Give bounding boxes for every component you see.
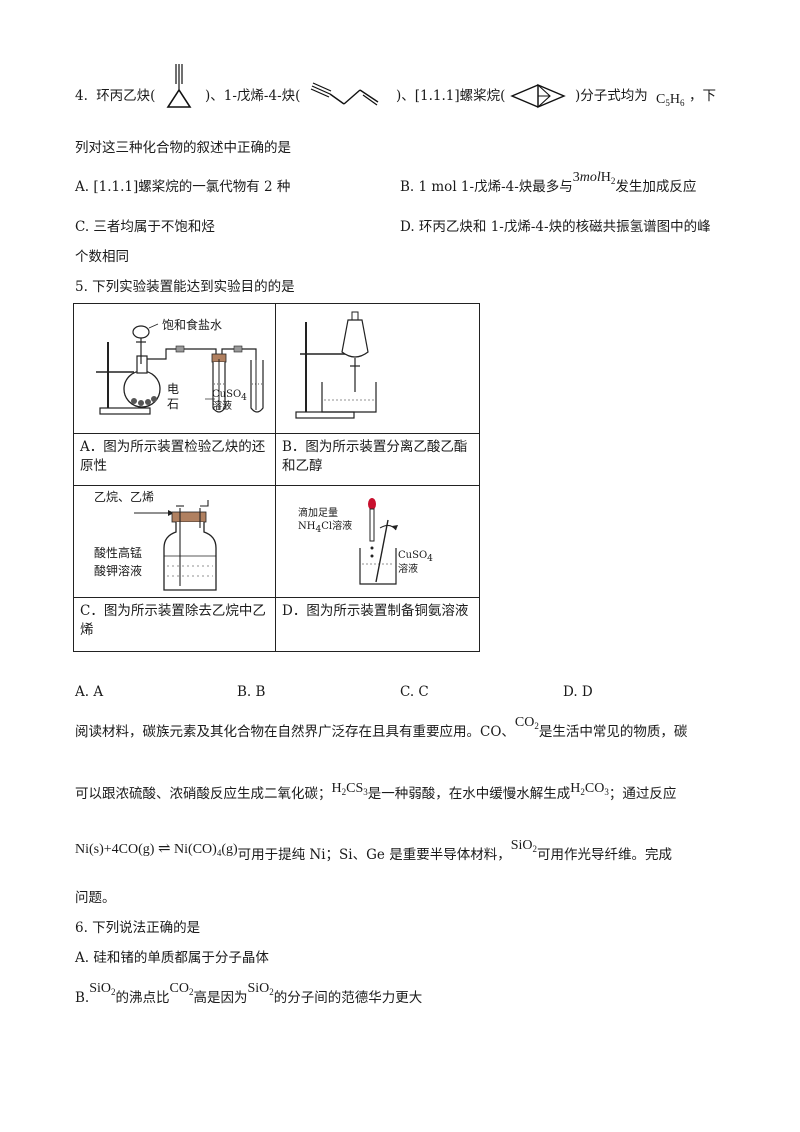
q4-line1: 4. 环丙乙炔( [75, 88, 155, 104]
reading-l3-equation: Ni(s)+4CO(g) ⇌ Ni(CO)4(g) [75, 841, 238, 858]
q4-tail2: ，下 [689, 88, 716, 104]
q5-choice-a: A. A [75, 684, 104, 700]
reading-l1-co2: CO2 [514, 715, 539, 731]
q4-option-b: B. 1 mol 1-戊烯-4-炔最多与3molH2发生加成反应 [400, 170, 697, 197]
q6-option-b-sio2-1: SiO2 [89, 981, 116, 997]
q6-option-b-co2: CO2 [169, 981, 194, 997]
caption-a: A．图为所示装置检验乙炔的还原性 [73, 433, 276, 486]
figure-c-drawing [134, 500, 217, 591]
fig-a-label-solution: 溶液 [212, 401, 232, 412]
q4-option-a: A. [1.1.1]螺桨烷的一氯代物有 2 种 [75, 179, 291, 195]
q4-name1: 环丙乙炔( [96, 88, 156, 104]
figure-a-drawing [96, 323, 264, 415]
fig-c-label-gas: 乙烷、乙烯 [94, 490, 155, 504]
reading-l2-pre: 可以跟浓硫酸、浓硝酸反应生成二氧化碳； [75, 786, 332, 802]
q5-choice-b: B. B [237, 684, 266, 700]
fig-c-label-reagent-2: 酸钾溶液 [94, 564, 143, 578]
q6-option-b-sio2-2: SiO2 [247, 981, 274, 997]
reading-l2-mid: 是一种弱酸，在水中缓慢水解生成 [367, 786, 571, 802]
figure-b-cell [275, 303, 480, 434]
fig-a-label-brine: 饱和食盐水 [162, 318, 223, 332]
reading-line2: 可以跟浓硫酸、浓硝酸反应生成二氧化碳；H2CS3是一种弱酸，在水中缓慢水解生成H… [75, 781, 677, 804]
q5-choice-c: C. C [400, 684, 429, 700]
reading-line1: 阅读材料，碳族元素及其化合物在自然界广泛存在且具有重要应用。CO、CO2是生活中… [75, 715, 688, 742]
q4-option-d: D. 环丙乙炔和 1-戊烯-4-炔的核磁共振氢谱图中的峰 [400, 219, 711, 235]
q6-option-b-t1: 的沸点比 [115, 990, 170, 1006]
reading-l3-post: 可用作光导纤维。完成 [537, 847, 672, 863]
pentenyne-structure [310, 82, 379, 106]
q6-stem: 6. 下列说法正确的是 [75, 920, 201, 936]
reading-l1-pre: 阅读材料，碳族元素及其化合物在自然界广泛存在且具有重要应用。CO、 [75, 724, 515, 740]
reading-l1-post: 是生活中常见的物质，碳 [538, 724, 688, 740]
q4-option-b-amount: 3molH2 [572, 170, 616, 186]
caption-d: D．图为所示装置制备铜氨溶液 [275, 597, 480, 652]
q4-sep1: )、1-戊烯-4-炔( [205, 88, 301, 104]
fig-c-label-reagent-1: 酸性高锰 [94, 546, 143, 560]
fig-a-label-carbide-2: 石 [167, 397, 180, 411]
fig-d-label-add-2: NH4Cl溶液 [298, 521, 353, 535]
figure-d-drawing [359, 498, 398, 585]
q6-option-a: A. 硅和锗的单质都属于分子晶体 [75, 950, 269, 966]
reading-l2-h2cs3: H2CS3 [331, 781, 368, 797]
q6-option-b-t3: 的分子间的范德华力更大 [273, 990, 423, 1006]
reading-l3-mid: 可用于提纯 Ni；Si、Ge 是重要半导体材料， [237, 847, 511, 863]
q6-option-b-t2: 高是因为 [193, 990, 248, 1006]
reading-l3-sio2: SiO2 [510, 838, 537, 854]
figure-c-cell: 乙烷、乙烯 酸性高锰 酸钾溶液 [73, 485, 276, 598]
q4-option-c: C. 三者均属于不饱和烃 [75, 219, 215, 235]
caption-c: C．图为所示装置除去乙烷中乙烯 [73, 597, 276, 652]
figure-a-cell: 饱和食盐水 电 石 CuSO4 溶液 [73, 303, 276, 434]
reading-line3: Ni(s)+4CO(g) ⇌ Ni(CO)4(g)可用于提纯 Ni；Si、Ge … [75, 838, 672, 865]
propellane-structure [510, 83, 566, 109]
cyclopropylacetylene-structure [166, 64, 192, 108]
reading-l2-post: ；通过反应 [608, 786, 677, 802]
reading-line4: 问题。 [75, 890, 116, 906]
q4-sep2: )、[1.1.1]螺桨烷( [396, 88, 506, 104]
q5-choice-d: D. D [563, 684, 593, 700]
q4-option-b-pre: B. 1 mol 1-戊烯-4-炔最多与 [400, 179, 573, 195]
figure-b-drawing [295, 311, 377, 419]
q5-stem: 5. 下列实验装置能达到实验目的的是 [75, 279, 295, 295]
q4-number: 4. [75, 88, 88, 104]
reading-l2-h2co3: H2CO3 [570, 781, 609, 797]
q4-option-b-post: 发生加成反应 [615, 179, 697, 195]
caption-b: B．图为所示装置分离乙酸乙酯和乙醇 [275, 433, 480, 486]
q5-apparatus-table: 饱和食盐水 电 石 CuSO4 溶液 [73, 303, 480, 652]
fig-d-label-solution: 溶液 [398, 564, 418, 575]
figure-d-cell: 滴加足量 NH4Cl溶液 CuSO4 溶液 [275, 485, 480, 598]
q6-option-b: B.SiO2的沸点比CO2高是因为SiO2的分子间的范德华力更大 [75, 981, 423, 1008]
fig-d-label-add-1: 滴加足量 [298, 508, 338, 519]
q6-option-b-pre: B. [75, 990, 90, 1006]
q4-line2: 列对这三种化合物的叙述中正确的是 [75, 140, 291, 156]
q4-tail: )分子式均为 [575, 88, 648, 104]
fig-a-label-carbide-1: 电 [167, 382, 180, 396]
fig-a-label-cuso4: CuSO4 [212, 389, 247, 403]
q4-option-d-cont: 个数相同 [75, 249, 129, 265]
fig-d-label-cuso4: CuSO4 [398, 550, 433, 564]
q4-formula: C5H6 [656, 92, 685, 108]
